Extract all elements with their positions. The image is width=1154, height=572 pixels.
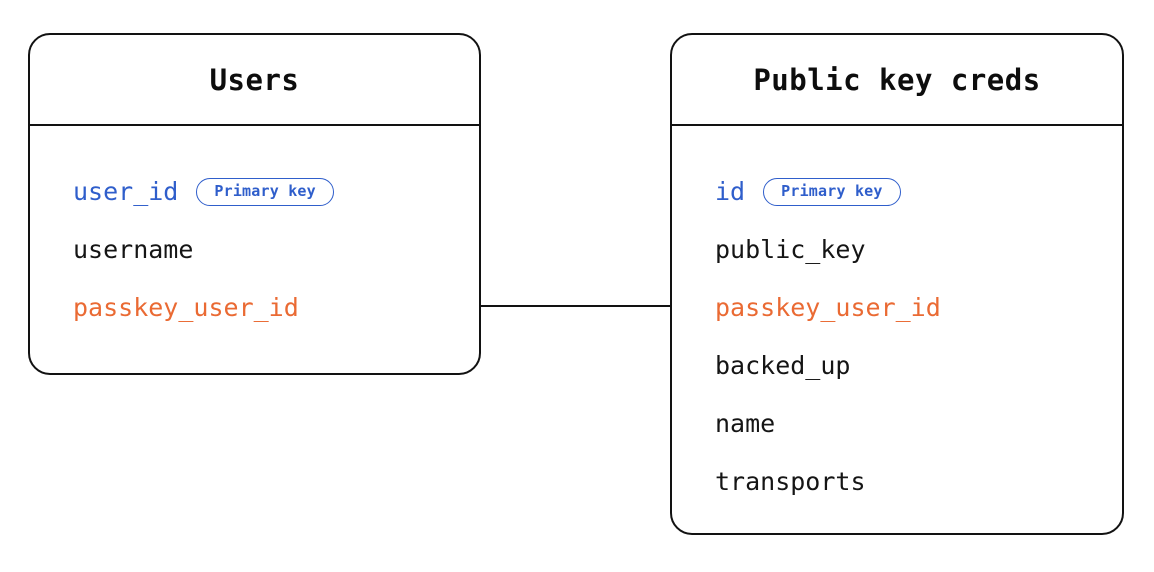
field-row-passkey-user-id-pkcreds[interactable]: passkey_user_id (715, 293, 1122, 323)
entity-box-public-key-creds[interactable]: Public key creds id Primary key public_k… (670, 33, 1124, 535)
field-row-user-id[interactable]: user_id Primary key (73, 177, 479, 207)
field-name-transports: transports (715, 467, 866, 496)
field-name-name: name (715, 409, 776, 438)
field-list-public-key-creds: id Primary key public_key passkey_user_i… (672, 128, 1122, 525)
field-row-passkey-user-id-users[interactable]: passkey_user_id (73, 293, 479, 323)
primary-key-badge-public-key-creds: Primary key (763, 178, 901, 206)
primary-key-badge-label: Primary key (781, 182, 883, 200)
field-name-user-id: user_id (73, 177, 179, 206)
field-row-transports[interactable]: transports (715, 467, 1122, 497)
field-name-passkey-user-id: passkey_user_id (715, 293, 941, 322)
field-row-name[interactable]: name (715, 409, 1122, 439)
primary-key-badge-label: Primary key (214, 182, 316, 200)
field-row-public-key[interactable]: public_key (715, 235, 1122, 265)
field-name-passkey-user-id: passkey_user_id (73, 293, 299, 322)
field-name-username: username (73, 235, 194, 264)
field-row-backed-up[interactable]: backed_up (715, 351, 1122, 381)
relationship-line-users-pkcreds (480, 305, 672, 308)
field-name-public-key: public_key (715, 235, 866, 264)
field-row-id[interactable]: id Primary key (715, 177, 1122, 207)
field-name-id: id (715, 177, 746, 206)
entity-header-public-key-creds: Public key creds (672, 35, 1122, 126)
entity-header-users: Users (30, 35, 479, 126)
entity-title-public-key-creds: Public key creds (753, 62, 1041, 97)
field-row-username[interactable]: username (73, 235, 479, 265)
primary-key-badge-users: Primary key (196, 178, 334, 206)
entity-box-users[interactable]: Users user_id Primary key username passk… (28, 33, 481, 375)
field-list-users: user_id Primary key username passkey_use… (30, 128, 479, 351)
entity-title-users: Users (209, 62, 300, 97)
field-name-backed-up: backed_up (715, 351, 851, 380)
